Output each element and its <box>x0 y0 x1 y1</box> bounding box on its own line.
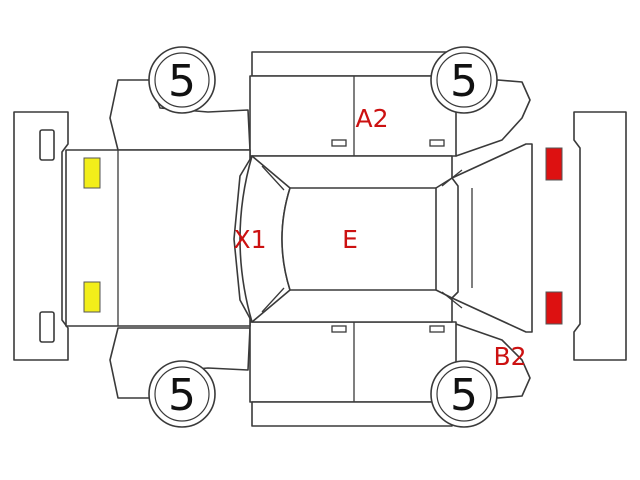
tire-rear-right: 5 <box>430 360 498 428</box>
tire-tread-value: 5 <box>450 56 478 107</box>
front-right-headlamp <box>83 281 101 313</box>
tire-front-left: 5 <box>148 46 216 114</box>
damage-code-x1: X1 <box>233 225 266 254</box>
damage-code-a2: A2 <box>355 104 388 133</box>
damage-code-e: E <box>342 225 358 254</box>
lower-doors <box>249 321 457 427</box>
tire-tread-value: 5 <box>168 370 196 421</box>
tire-front-right: 5 <box>148 360 216 428</box>
tire-rear-left: 5 <box>430 46 498 114</box>
rear-bumper <box>573 111 627 361</box>
hood <box>65 149 251 327</box>
front-left-headlamp <box>83 157 101 189</box>
rear-right-tail-lamp <box>545 291 563 325</box>
rear-window <box>435 177 459 299</box>
front-bumper <box>13 111 69 361</box>
rear-left-tail-lamp <box>545 147 563 181</box>
cabin <box>233 155 463 323</box>
roof <box>281 187 441 291</box>
upper-doors <box>249 51 457 157</box>
tire-tread-value: 5 <box>168 56 196 107</box>
damage-code-b2: B2 <box>493 342 526 371</box>
tire-tread-value: 5 <box>450 370 478 421</box>
trunk <box>451 143 533 333</box>
